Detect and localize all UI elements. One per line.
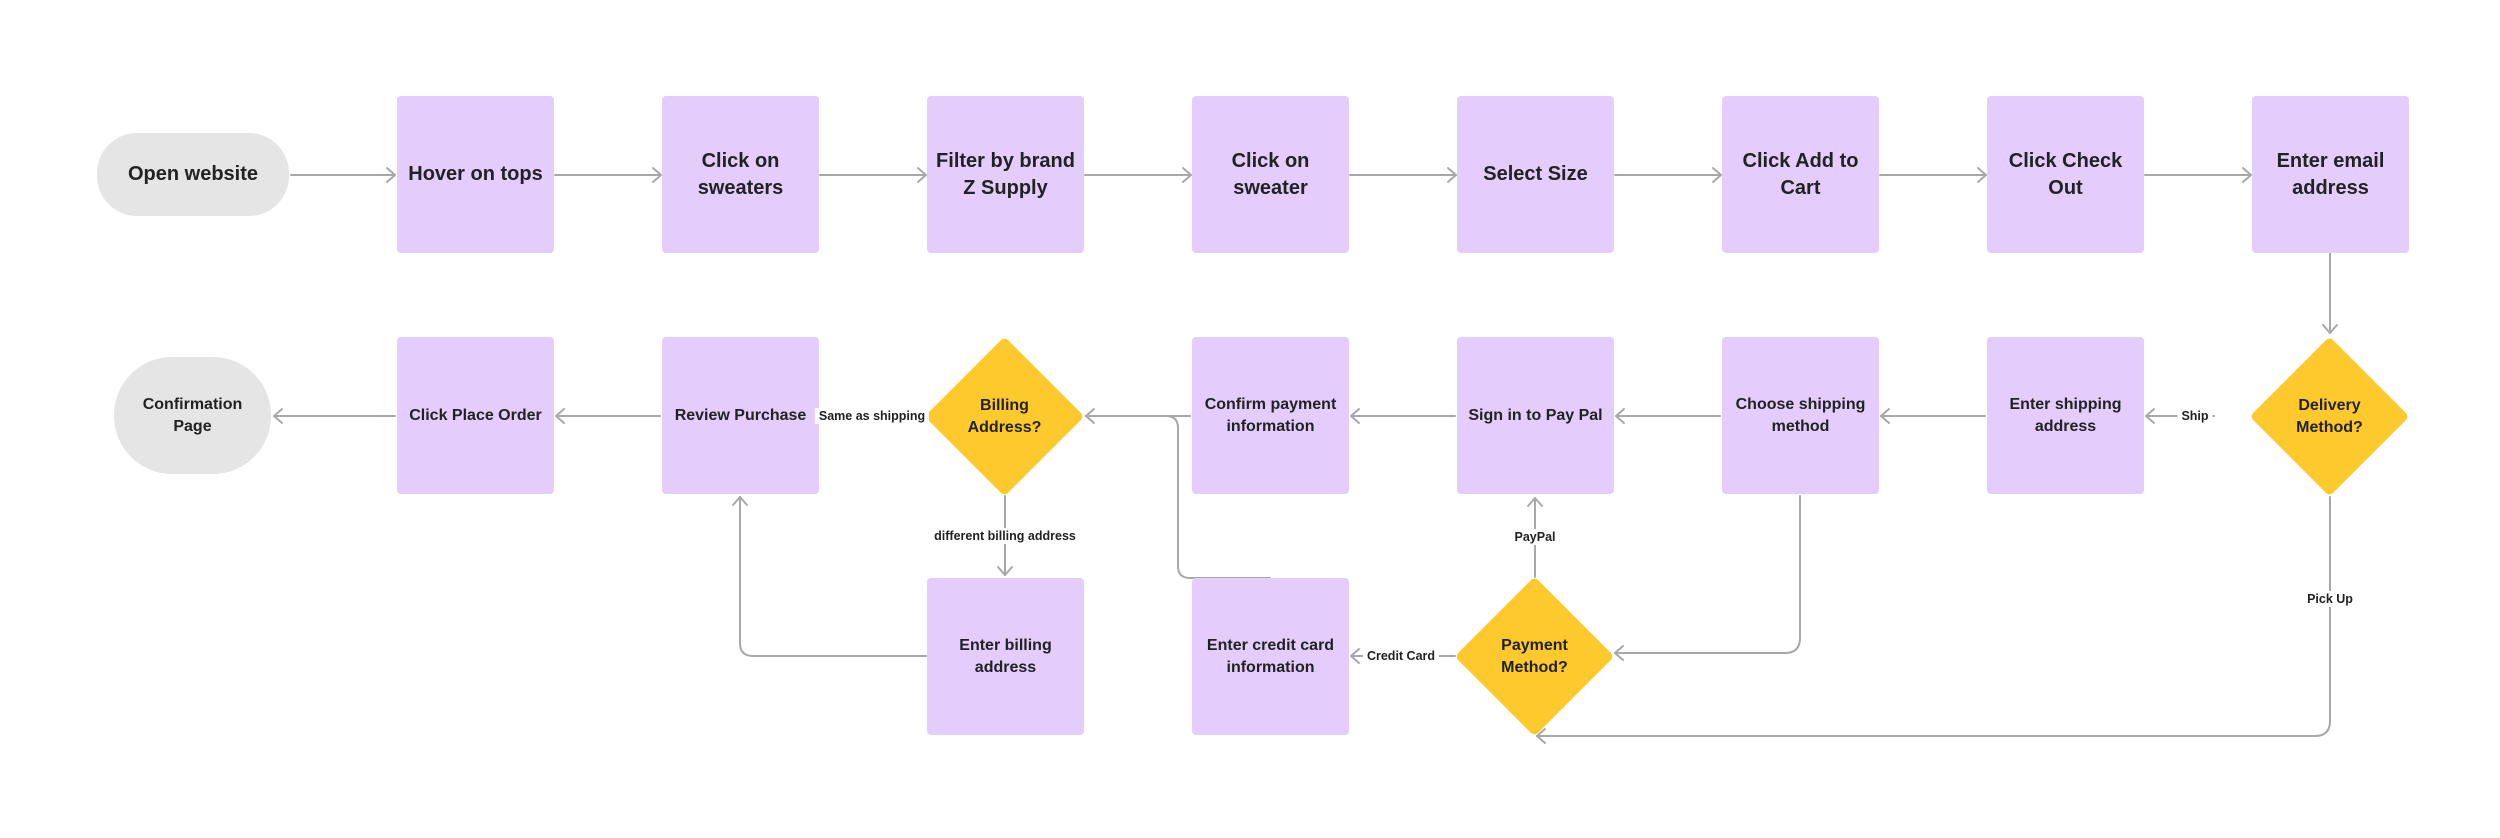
edge-label-credit-card: Credit Card (1362, 648, 1440, 664)
node-label: Hover on tops (408, 163, 543, 186)
decision-delivery-method: Delivery Method? (2249, 336, 2410, 497)
edge-label-same-as-shipping: Same as shipping (814, 408, 930, 424)
node-enter-email: Enter email address (2252, 96, 2409, 253)
node-enter-billing: Enter billing address (927, 578, 1084, 735)
node-label: Sign in to Pay Pal (1468, 406, 1603, 424)
edge-label-pick-up: Pick Up (2303, 591, 2357, 607)
node-label: Click on sweaters (697, 150, 784, 199)
node-place-order: Click Place Order (397, 337, 554, 494)
node-label: Choose shipping method (1735, 396, 1866, 435)
node-label: Review Purchase (674, 406, 807, 424)
decision-label: Payment Method? (1501, 636, 1568, 676)
node-check-out: Click Check Out (1987, 96, 2144, 253)
node-hover-on-tops: Hover on tops (397, 96, 554, 253)
node-label: Click Check Out (2008, 150, 2123, 199)
node-label: Confirmation Page (142, 396, 243, 435)
node-label: Enter shipping address (2009, 396, 2122, 435)
node-label: Enter billing address (959, 637, 1052, 676)
node-enter-credit-card: Enter credit card information (1192, 578, 1349, 735)
arrow-shipping-to-choose (1880, 408, 1986, 424)
decision-label: Billing Address? (967, 396, 1042, 436)
arrow-sweater-to-size (1349, 167, 1457, 183)
arrow-enter-billing-to-review (732, 496, 927, 657)
node-review-purchase: Review Purchase (662, 337, 819, 494)
node-label: Enter credit card information (1206, 637, 1335, 676)
node-label: Click Place Order (409, 406, 542, 424)
node-label: Filter by brand Z Supply (936, 150, 1075, 199)
node-filter-by-brand: Filter by brand Z Supply (927, 96, 1084, 253)
node-enter-shipping: Enter shipping address (1987, 337, 2144, 494)
arrow-choose-to-paypal (1615, 408, 1721, 424)
arrow-checkout-to-email (2144, 167, 2252, 183)
decision-payment-method: Payment Method? (1454, 576, 1615, 737)
arrow-paypal-to-confirm (1350, 408, 1456, 424)
node-label: Confirm payment information (1204, 396, 1337, 435)
arrow-credit-card-to-billing (1085, 415, 1271, 579)
arrow-choose-to-payment (1614, 495, 1801, 661)
node-click-on-sweater: Click on sweater (1192, 96, 1349, 253)
node-confirmation-page: Confirmation Page (114, 357, 271, 474)
edge-label-different-billing: different billing address (930, 528, 1080, 544)
arrow-sweaters-to-filter (819, 167, 927, 183)
node-click-on-sweaters: Click on sweaters (662, 96, 819, 253)
edge-label-ship: Ship (2177, 408, 2213, 424)
node-label: Click on sweater (1231, 150, 1310, 199)
arrow-filter-to-sweater (1084, 167, 1192, 183)
node-label: Open website (127, 163, 259, 186)
node-sign-in-paypal: Sign in to Pay Pal (1457, 337, 1614, 494)
node-choose-shipping: Choose shipping method (1722, 337, 1879, 494)
edge-label-paypal: PayPal (1510, 529, 1560, 545)
arrow-review-to-place (555, 408, 661, 424)
decision-label: Delivery Method? (2296, 396, 2363, 436)
node-add-to-cart: Click Add to Cart (1722, 96, 1879, 253)
arrow-email-to-delivery (2322, 252, 2338, 334)
node-confirm-payment: Confirm payment information (1192, 337, 1349, 494)
node-label: Click Add to Cart (1742, 150, 1859, 199)
node-open-website: Open website (97, 133, 289, 216)
arrow-size-to-cart (1614, 167, 1722, 183)
arrow-pickup-to-payment (1536, 496, 2331, 744)
arrow-open-to-hover (290, 167, 396, 183)
node-label: Select Size (1483, 163, 1588, 186)
arrow-place-to-confirmation (273, 408, 396, 424)
arrow-cart-to-checkout (1879, 167, 1987, 183)
decision-billing-address: Billing Address? (924, 336, 1085, 497)
node-label: Enter email address (2276, 150, 2385, 199)
node-select-size: Select Size (1457, 96, 1614, 253)
arrow-hover-to-sweaters (554, 167, 662, 183)
